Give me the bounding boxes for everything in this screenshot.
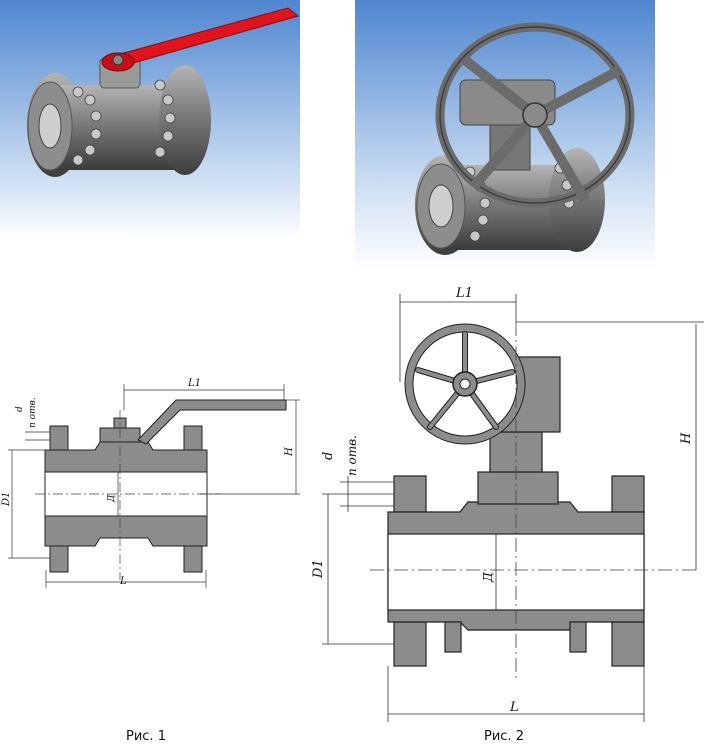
dim-label-h: H	[679, 432, 694, 445]
dim-label-d1: D1	[311, 559, 326, 579]
dim-label-l1: L1	[455, 286, 473, 301]
lever	[137, 399, 287, 445]
lever-handle-3d	[101, 7, 300, 72]
dim-label-bore: Д	[481, 572, 495, 583]
handwheel-3d	[435, 22, 635, 208]
drawing-lever-valve: L1 d n отв. H D1 Д L	[1, 378, 300, 588]
dimension-lines	[322, 294, 704, 722]
dim-label-bore: Д	[107, 494, 117, 503]
caption-figure-1: Рис. 1	[126, 729, 166, 744]
dim-label-d1: D1	[1, 492, 12, 507]
dim-label-n-holes: n отв.	[345, 435, 359, 476]
dim-label-l1: L1	[187, 378, 201, 389]
dim-label-d: d	[15, 406, 25, 412]
caption-figure-2: Рис. 2	[484, 729, 524, 744]
valve-body-3d	[415, 79, 605, 255]
dim-label-n-holes: n отв.	[28, 397, 38, 428]
handwheel	[404, 323, 526, 445]
valve-body-3d	[27, 57, 211, 177]
dim-label-h: H	[284, 447, 295, 457]
centerlines	[370, 322, 700, 682]
drawing-gear-valve: L1 d n отв. H D1 Д L	[311, 286, 704, 722]
dim-label-d: d	[321, 452, 336, 460]
dim-label-l: L	[119, 576, 127, 587]
render-lever-ball-valve	[0, 0, 300, 240]
valve-section	[44, 417, 208, 573]
render-gear-ball-valve	[355, 0, 655, 270]
dim-label-l: L	[509, 700, 519, 715]
centerlines	[35, 410, 220, 580]
dimension-lines	[8, 384, 300, 588]
